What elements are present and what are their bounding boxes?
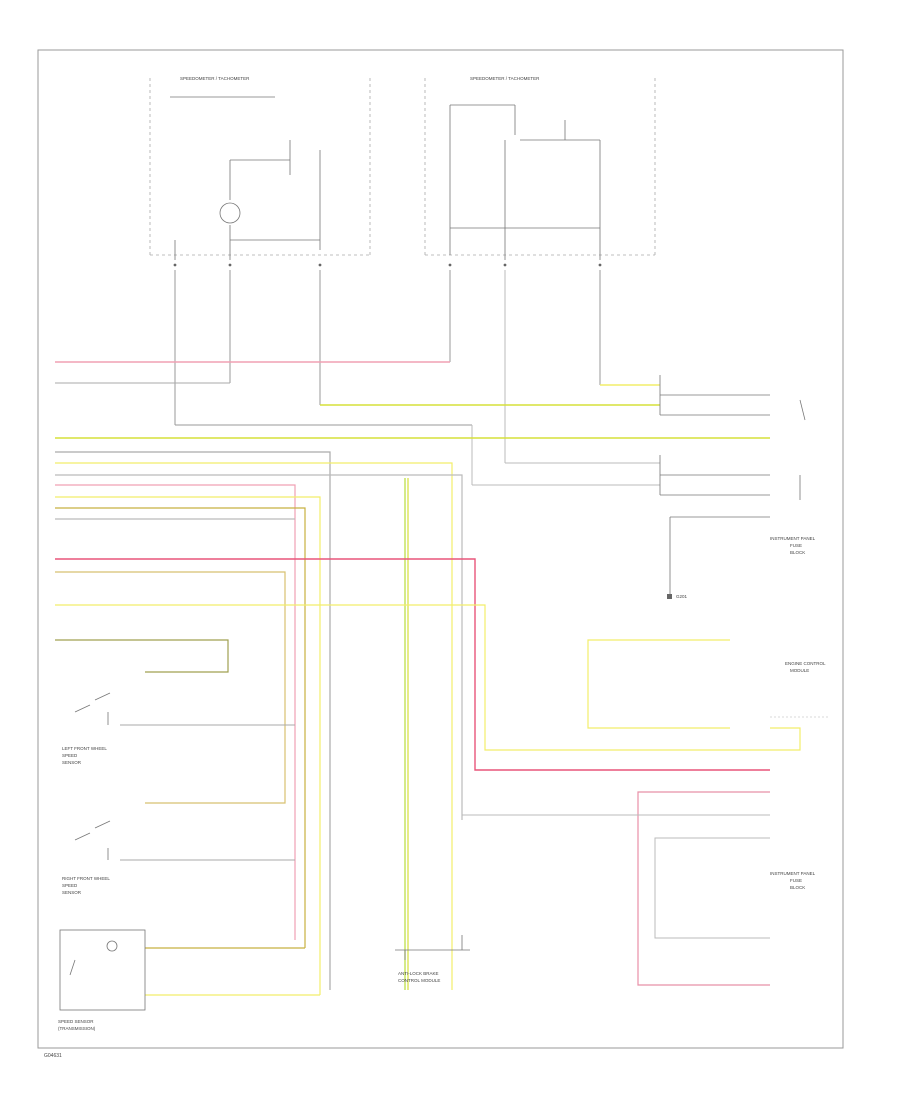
svg-text:(TRANSMISSION): (TRANSMISSION) bbox=[58, 1026, 96, 1031]
svg-text:INSTRUMENT PANEL: INSTRUMENT PANEL bbox=[770, 871, 816, 876]
left-front-sensor-symbol bbox=[74, 692, 111, 725]
svg-text:ENGINE CONTROL: ENGINE CONTROL bbox=[785, 661, 826, 666]
cluster-left-internals bbox=[170, 96, 321, 260]
connector-right-mid bbox=[659, 455, 801, 595]
label-instrument-panel-1: INSTRUMENT PANEL FUSE BLOCK bbox=[770, 536, 816, 555]
label-abs-unit: ANTI-LOCK BRAKE CONTROL MODULE bbox=[398, 971, 440, 983]
label-left-front-sensor: LEFT FRONT WHEEL SPEED SENSOR bbox=[62, 746, 107, 765]
wire-pink-bottom bbox=[637, 791, 770, 986]
switch-top-right bbox=[799, 399, 806, 421]
footer-code: G04631 bbox=[44, 1053, 62, 1059]
svg-text:SENSOR: SENSOR bbox=[62, 890, 82, 895]
cluster-left-box bbox=[149, 78, 371, 256]
connector-right-top bbox=[659, 375, 770, 416]
cluster-right-box bbox=[424, 78, 656, 256]
wire-yellow-605 bbox=[55, 604, 801, 751]
svg-text:CONTROL MODULE: CONTROL MODULE bbox=[398, 978, 440, 983]
label-instrument-panel-2: INSTRUMENT PANEL FUSE BLOCK bbox=[770, 871, 816, 890]
svg-text:BLOCK: BLOCK bbox=[790, 550, 805, 555]
label-ground: G201 bbox=[676, 594, 688, 599]
label-speed-sensor: SPEED SENSOR (TRANSMISSION) bbox=[58, 1019, 96, 1031]
cluster-right-internals bbox=[449, 104, 601, 260]
wire-tan-572 bbox=[55, 571, 286, 804]
cluster-right-title: SPEEDOMETER / TACHOMETER bbox=[470, 76, 540, 81]
harness-left bbox=[55, 451, 463, 995]
svg-text:LEFT FRONT WHEEL: LEFT FRONT WHEEL bbox=[62, 746, 107, 751]
svg-text:MODULE: MODULE bbox=[790, 668, 809, 673]
label-right-front-sensor: RIGHT FRONT WHEEL SPEED SENSOR bbox=[62, 876, 110, 895]
right-front-sensor-symbol bbox=[74, 820, 111, 860]
svg-text:SPEED SENSOR: SPEED SENSOR bbox=[58, 1019, 94, 1024]
wire-red-559 bbox=[55, 558, 770, 771]
cluster-left-title: SPEEDOMETER / TACHOMETER bbox=[180, 76, 250, 81]
wire-olive-640 bbox=[55, 639, 229, 673]
svg-text:INSTRUMENT PANEL: INSTRUMENT PANEL bbox=[770, 536, 816, 541]
diagram-border bbox=[37, 49, 844, 1049]
wire-gray-838 bbox=[654, 837, 770, 939]
svg-text:SPEED: SPEED bbox=[62, 883, 78, 888]
speed-sensor-symbol bbox=[59, 929, 146, 1011]
ground-terminal bbox=[667, 594, 672, 599]
svg-text:SPEED: SPEED bbox=[62, 753, 78, 758]
svg-text:FUSE: FUSE bbox=[790, 878, 802, 883]
svg-text:ANTI-LOCK BRAKE: ANTI-LOCK BRAKE bbox=[398, 971, 439, 976]
svg-text:SENSOR: SENSOR bbox=[62, 760, 82, 765]
abs-connector bbox=[395, 935, 470, 960]
wire-yellow-engine bbox=[587, 639, 730, 729]
svg-text:BLOCK: BLOCK bbox=[790, 885, 805, 890]
svg-text:FUSE: FUSE bbox=[790, 543, 802, 548]
label-engine-control: ENGINE CONTROL MODULE bbox=[785, 661, 826, 673]
svg-text:RIGHT FRONT WHEEL: RIGHT FRONT WHEEL bbox=[62, 876, 110, 881]
connector-pins bbox=[173, 263, 602, 267]
